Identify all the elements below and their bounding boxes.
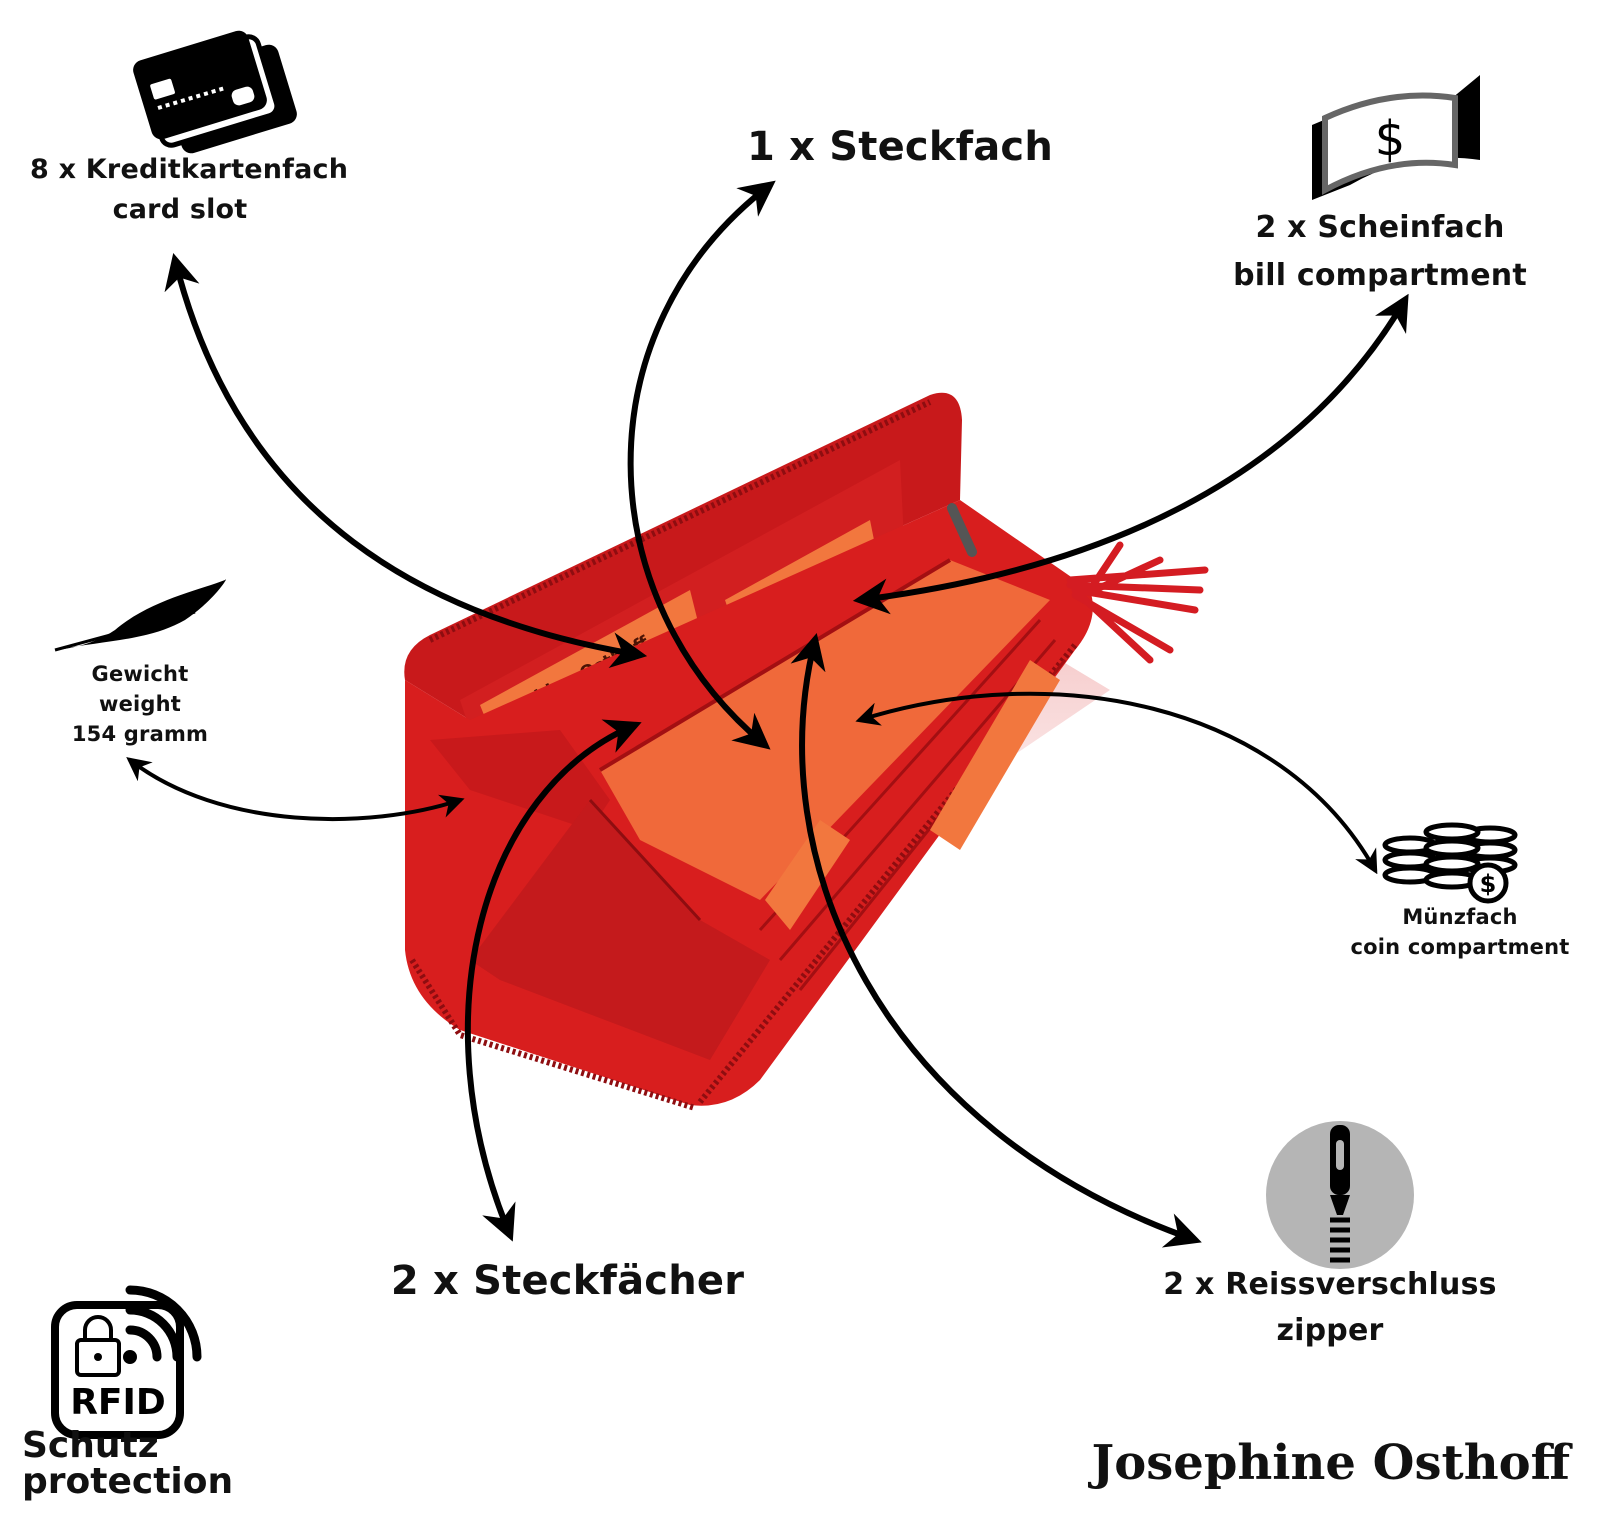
label-zipper-en: zipper — [1276, 1313, 1384, 1348]
arrow-weight — [126, 757, 465, 821]
label-weight: Gewicht weight 154 gramm — [60, 659, 220, 749]
arrow-zipper — [790, 633, 1202, 1248]
arrow-steckfach — [627, 180, 776, 750]
wallet-tassel — [1066, 541, 1209, 664]
arrow-steckfaecher — [464, 719, 642, 1242]
arrow-card-slot — [164, 253, 648, 669]
label-weight-value: 154 gramm — [71, 722, 209, 746]
brand-name: Josephine Osthoff — [1091, 1435, 1570, 1491]
label-steckfaecher-de: 2 x Steckfächer — [390, 1258, 745, 1304]
label-zipper: 2 x Reissverschluss zipper — [1140, 1262, 1520, 1354]
label-coin-en: coin compartment — [1350, 935, 1570, 959]
zipper-icon — [1266, 1121, 1414, 1269]
label-bill-en: bill compartment — [1233, 258, 1527, 293]
svg-text:$: $ — [1480, 870, 1497, 898]
callout-arrows — [126, 180, 1409, 1248]
label-zipper-de: 2 x Reissverschluss — [1163, 1267, 1497, 1302]
label-rfid-en: protection — [22, 1461, 234, 1502]
svg-text:$: $ — [1375, 111, 1406, 167]
label-bill-de: 2 x Scheinfach — [1255, 210, 1505, 245]
rfid-badge-text: RFID — [70, 1382, 166, 1423]
label-card-slot: 8 x Kreditkartenfach card slot — [30, 150, 349, 230]
arrow-bill — [852, 293, 1409, 615]
label-card-slot-en: card slot — [112, 194, 248, 225]
coins-icon: $ — [1382, 822, 1518, 904]
label-steckfach: 1 x Steckfach — [735, 124, 1065, 170]
label-steckfaecher: 2 x Steckfächer — [385, 1258, 750, 1304]
label-steckfach-de: 1 x Steckfach — [746, 124, 1054, 170]
label-rfid: Schutz protection — [22, 1428, 233, 1500]
label-card-slot-de: 8 x Kreditkartenfach — [30, 154, 349, 185]
credit-card-icon — [133, 30, 297, 154]
label-coin-de: Münzfach — [1402, 905, 1518, 929]
label-weight-de: Gewicht — [91, 662, 189, 686]
label-coin: Münzfach coin compartment — [1340, 902, 1580, 962]
banknote-icon: $ — [1312, 75, 1480, 200]
feather-icon — [54, 579, 226, 652]
label-rfid-de: Schutz — [22, 1425, 159, 1466]
label-weight-en: weight — [98, 692, 182, 716]
label-bill: 2 x Scheinfach bill compartment — [1230, 204, 1530, 300]
rfid-lock-icon: RFID — [51, 1285, 202, 1439]
